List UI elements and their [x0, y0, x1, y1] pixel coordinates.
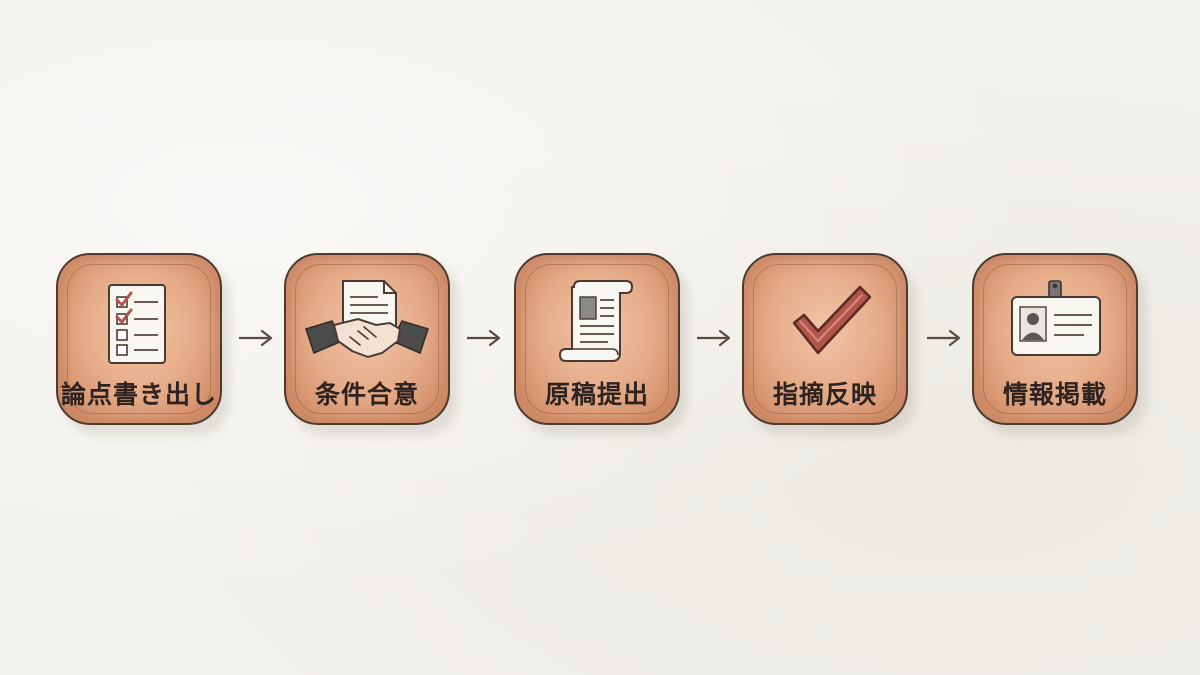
step-2-card[interactable]: 条件合意 — [284, 253, 458, 435]
checklist-icon — [108, 284, 166, 364]
step-4-label: 指摘反映 — [772, 380, 877, 409]
step-1-label: 論点書き出し — [60, 380, 217, 409]
step-3-label: 原稿提出 — [544, 380, 649, 409]
step-1-tile: 論点書き出し — [56, 253, 222, 425]
checkmark-icon — [792, 285, 872, 355]
step-2-label: 条件合意 — [314, 380, 419, 409]
step-4-card[interactable]: 指摘反映 — [742, 253, 916, 435]
step-4-tile: 指摘反映 — [742, 253, 908, 425]
arrow-right-icon — [697, 329, 731, 347]
step-5-tile: 情報掲載 — [972, 253, 1138, 425]
tile-inner-border — [525, 264, 669, 414]
step-1-card[interactable]: 論点書き出し — [56, 253, 230, 435]
tile-inner-border — [753, 264, 897, 414]
step-5-card[interactable]: 情報掲載 — [972, 253, 1146, 435]
step-2-tile: 条件合意 — [284, 253, 450, 425]
scroll-icon — [558, 280, 634, 362]
tile-inner-border — [983, 264, 1127, 414]
handshake-icon — [305, 280, 429, 359]
tile-inner-border — [295, 264, 439, 414]
step-3-tile: 原稿提出 — [514, 253, 680, 425]
step-5-label: 情報掲載 — [1002, 380, 1107, 409]
tile-inner-border — [67, 264, 211, 414]
id-badge-icon — [1011, 280, 1101, 356]
arrow-right-icon — [239, 329, 273, 347]
arrow-right-icon — [927, 329, 961, 347]
arrow-right-icon — [467, 329, 501, 347]
step-3-card[interactable]: 原稿提出 — [514, 253, 688, 435]
